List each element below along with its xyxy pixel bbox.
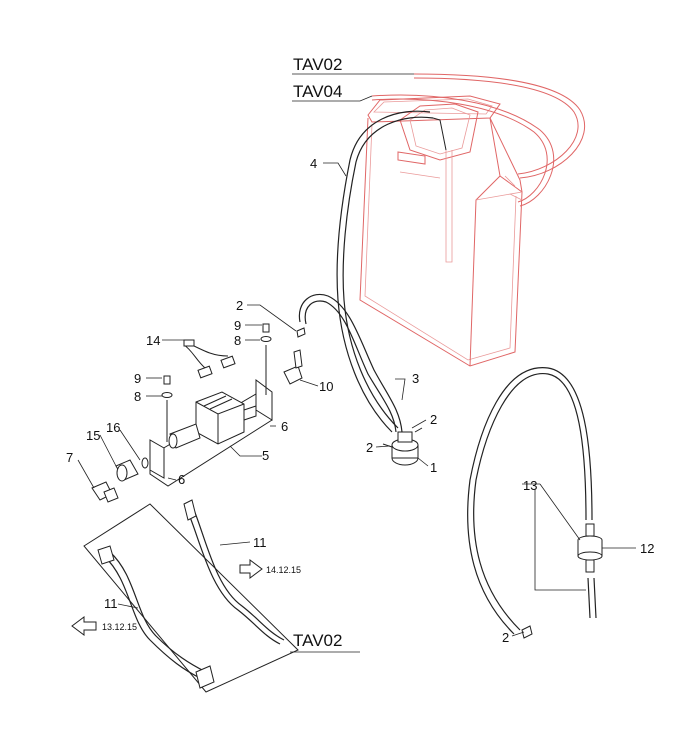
pump-assembly <box>149 323 306 487</box>
callout-8-lower: 8 <box>134 389 141 404</box>
clamp-2-bottom <box>521 625 533 639</box>
callout-2-right: 2 <box>430 412 437 427</box>
reference-right: 14.12.15 <box>266 565 301 575</box>
callout-6-right: 6 <box>281 419 288 434</box>
callout-13: 13 <box>523 478 537 493</box>
callout-11-right: 11 <box>253 535 267 550</box>
callout-10: 10 <box>319 379 333 394</box>
callout-6-left: 6 <box>178 472 185 487</box>
callout-15: 15 <box>86 428 100 443</box>
valve-1 <box>382 427 423 466</box>
hose-3 <box>298 293 403 433</box>
hose-11-frame <box>83 503 299 693</box>
hose-11-right <box>183 499 285 645</box>
arrow-left-ref <box>71 616 97 636</box>
label-tav04-top: TAV04 <box>293 82 342 101</box>
callout-9-upper: 9 <box>234 318 241 333</box>
callout-7: 7 <box>66 450 73 465</box>
callout-11-left: 11 <box>104 596 118 611</box>
tank-hoses-red <box>371 73 586 207</box>
fittings-15-16-7 <box>91 457 149 503</box>
leader-lines <box>77 73 636 653</box>
water-tank <box>359 95 523 367</box>
hose-13 <box>467 367 597 635</box>
label-tav02-bottom: TAV02 <box>293 631 342 650</box>
callout-14: 14 <box>146 333 160 348</box>
callout-2-upper: 2 <box>236 298 243 313</box>
callout-2-left: 2 <box>366 440 373 455</box>
callout-3: 3 <box>412 371 419 386</box>
reference-left: 13.12.15 <box>102 622 137 632</box>
callout-12: 12 <box>640 541 654 556</box>
callout-4: 4 <box>310 156 317 171</box>
arrow-right-ref <box>239 559 263 579</box>
callout-5: 5 <box>262 448 269 463</box>
callout-16: 16 <box>106 420 120 435</box>
hose-4 <box>336 110 447 433</box>
callout-9-lower: 9 <box>134 371 141 386</box>
filter-12 <box>577 523 603 573</box>
callout-1: 1 <box>430 460 437 475</box>
callout-8-upper: 8 <box>234 333 241 348</box>
connector-14 <box>183 339 236 379</box>
hose-11-left <box>97 545 215 689</box>
label-tav02-top: TAV02 <box>293 55 342 74</box>
callout-2-bottom: 2 <box>502 630 509 645</box>
labels: TAV02 TAV04 TAV02 4 2 9 8 14 3 9 8 10 2 … <box>66 55 654 650</box>
